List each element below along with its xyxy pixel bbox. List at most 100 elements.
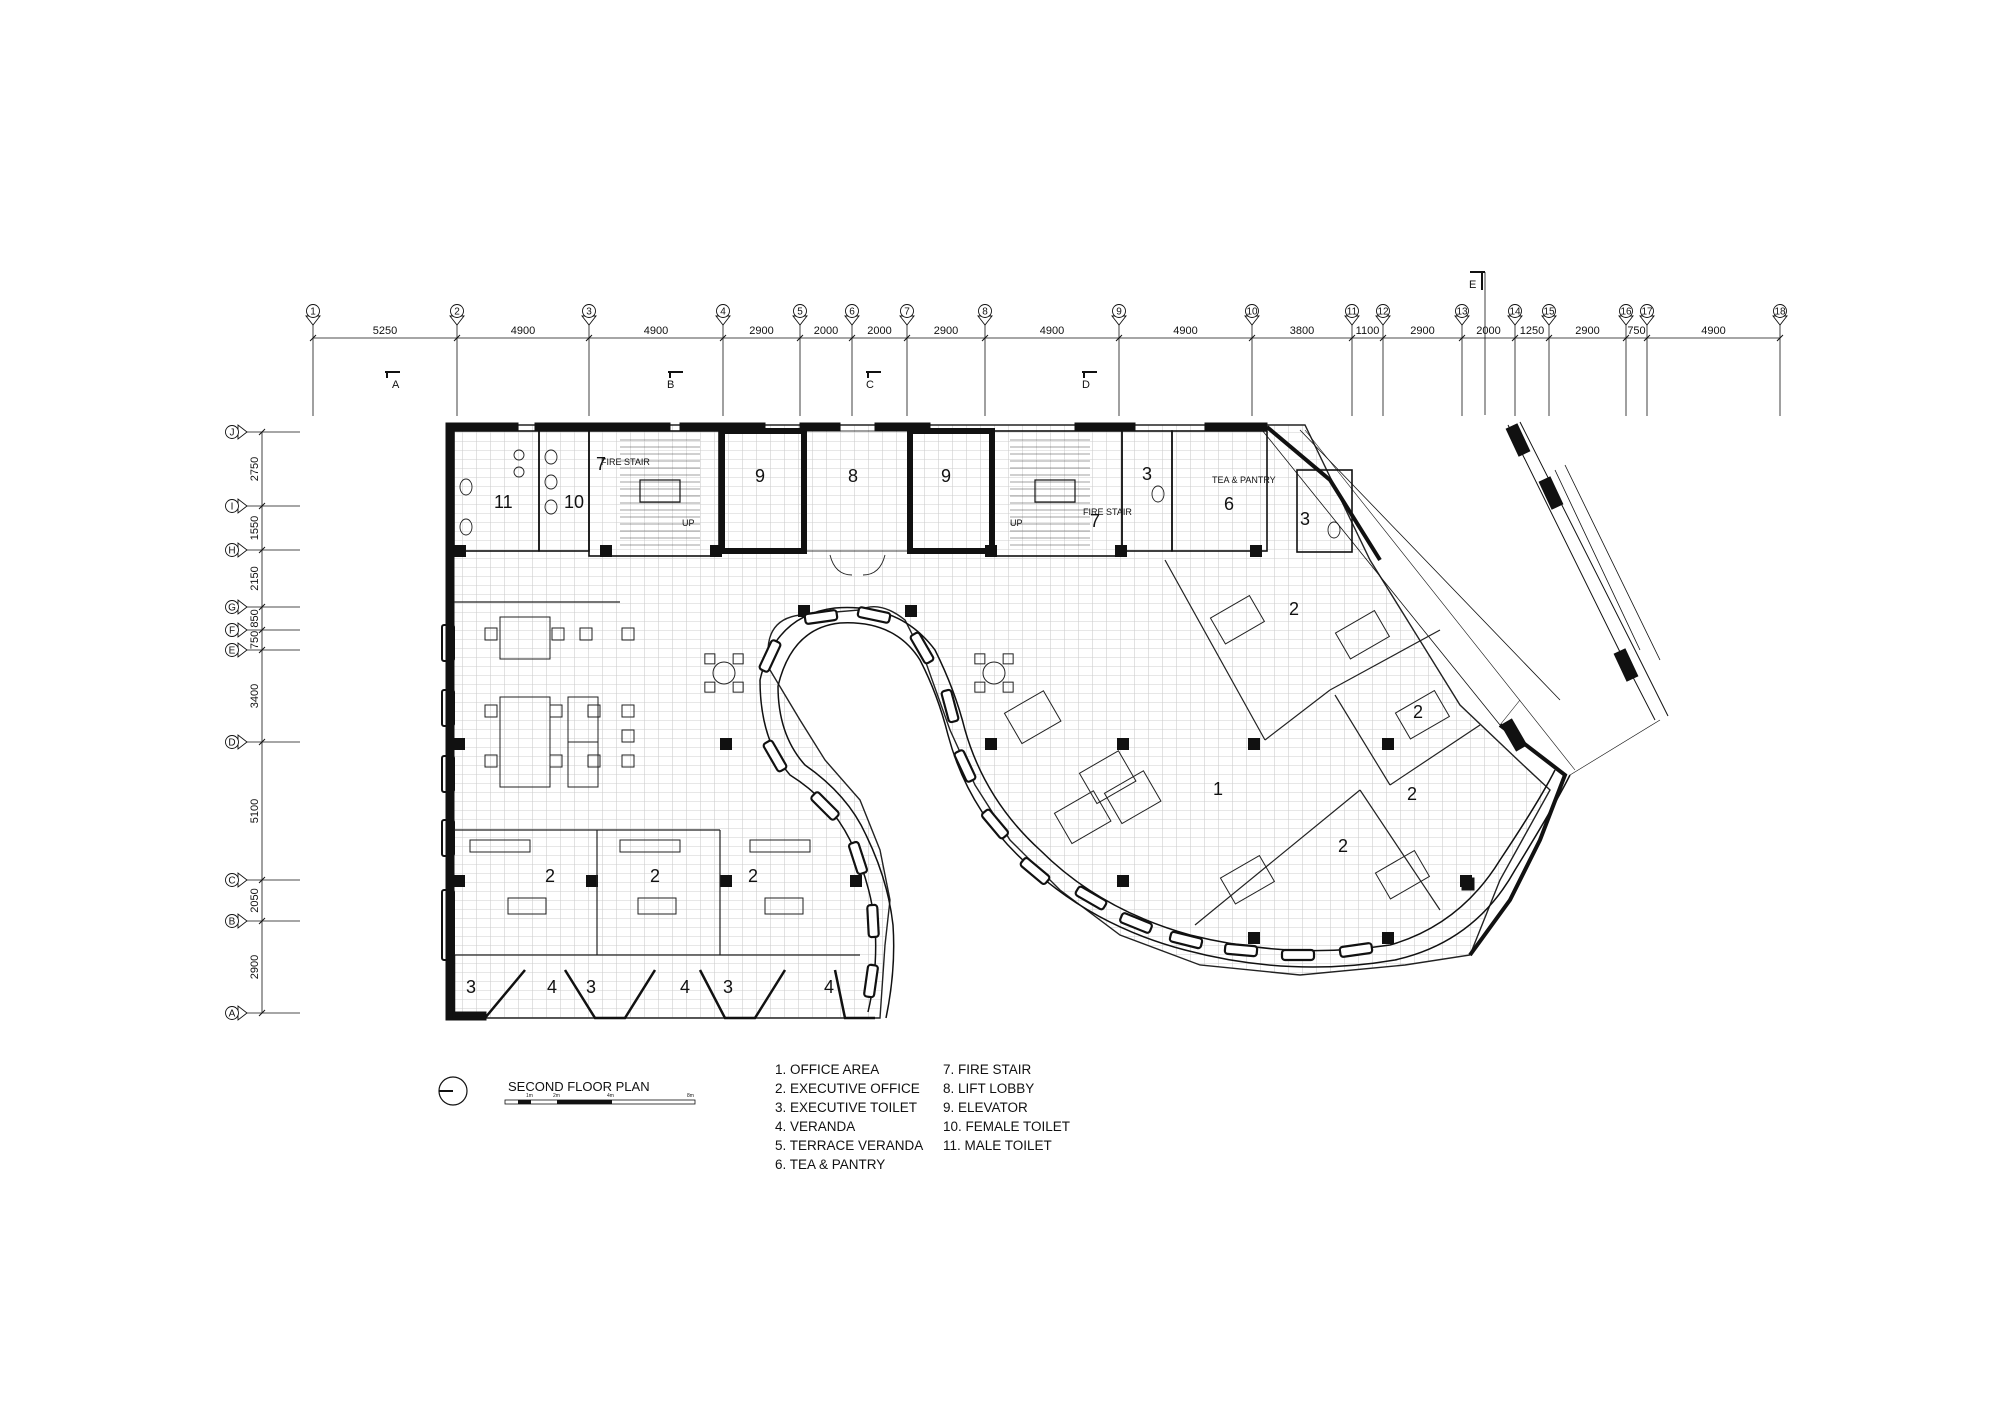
chair [974,681,986,693]
dimension-tick [585,334,593,342]
dimension-tick [1248,334,1256,342]
column-spacing: 2000 [1476,325,1500,337]
bottom-bays [452,955,875,1020]
stair-landings [639,479,1076,503]
grid-column-label: 16 [1620,307,1632,318]
legend-item: 10. FEMALE TOILET [943,1119,1070,1134]
column-grid: 1525024900349004290052000620007290084900… [305,304,1788,416]
grid-bubble [225,1006,239,1020]
room-exec-office: 2 [1338,836,1348,856]
curved-glazing-panels [758,606,1374,999]
room-bay: 4 [824,977,834,997]
row-spacing: 3400 [249,684,261,708]
chair [1002,681,1014,693]
room-fire-stair-left-num: 7 [596,454,606,474]
floor-slab [447,424,1551,1019]
room-exec-office: 2 [1289,599,1299,619]
grid-row-label: J [230,428,235,439]
legend: 1. OFFICE AREA 2. EXECUTIVE OFFICE 3. EX… [775,1062,1070,1172]
grid-column-label: 4 [720,307,726,318]
dimension-tick [258,603,266,611]
grid-row-label: G [228,603,236,614]
grid-bubble [225,735,239,749]
room-male-toilet: 11 [494,492,513,512]
chair [1002,653,1014,665]
section-mark-b: B [667,379,674,391]
grid-bubble [1619,304,1633,318]
dimension-tick [1458,334,1466,342]
grid-row-label: C [228,876,235,887]
legend-item: 9. ELEVATOR [943,1100,1028,1115]
stair-up-right: UP [1010,518,1023,528]
grid-column-label: 12 [1377,307,1389,318]
chair [732,681,744,693]
room-exec-office: 2 [1407,784,1417,804]
column-spacing: 2900 [934,325,958,337]
legend-item: 8. LIFT LOBBY [943,1081,1034,1096]
room-fire-stair-right-num: 7 [1090,511,1100,531]
dimension-tick [796,334,804,342]
column-spacing: 4900 [511,325,535,337]
grid-bubble [306,304,320,318]
scale-label-2m: 2m [553,1093,560,1099]
grid-bubble [1773,304,1787,318]
grid-bubble [225,873,239,887]
room-elevator-left: 9 [755,466,765,486]
column-spacing: 2900 [749,325,773,337]
section-markers [385,271,1486,415]
dimension-tick [903,334,911,342]
grid-bubble [225,623,239,637]
grid-column-label: 18 [1774,307,1786,318]
column-spacing: 2000 [814,325,838,337]
room-bay: 3 [466,977,476,997]
grid-bubble [582,304,596,318]
grid-column-label: 10 [1246,307,1258,318]
grid-bubble-marker [237,1005,248,1021]
toilet-fixtures [459,449,1341,539]
grid-bubble-marker [237,642,248,658]
grid-row-label: F [229,626,235,637]
chair [704,681,716,693]
scale-label-8m: 8m [687,1093,694,1099]
grid-bubble-marker [237,734,248,750]
left-window-slots [441,624,455,961]
north-arrow [438,1076,468,1106]
grid-column-label: 17 [1641,307,1653,318]
dimension-tick [1776,334,1784,342]
grid-bubble [225,600,239,614]
grid-bubble [900,304,914,318]
grid-bubble-marker [237,913,248,929]
grid-column-label: 6 [849,307,855,318]
grid-bubble [845,304,859,318]
chair [704,653,716,665]
grid-bubble [225,543,239,557]
row-spacing: 850 [249,609,261,627]
stair-up-left: UP [682,518,695,528]
dimension-tick [258,876,266,884]
grid-bubble [450,304,464,318]
section-mark-d: D [1082,379,1090,391]
room-fire-stair-right: FIRE STAIR [1083,507,1132,517]
dimension-tick [1379,334,1387,342]
row-spacing: 2050 [249,888,261,912]
row-spacing: 1550 [249,516,261,540]
section-mark-c: C [866,379,874,391]
room-bay: 4 [680,977,690,997]
structural-columns [453,545,1472,944]
room-exec-office: 2 [650,866,660,886]
room-lift-lobby: 8 [848,466,858,486]
grid-bubble-marker [237,622,248,638]
scale-label-4m: 4m [607,1093,614,1099]
lobby-doors [829,554,886,576]
column-spacing: 2000 [867,325,891,337]
legend-item: 5. TERRACE VERANDA [775,1138,923,1153]
dimension-tick [258,428,266,436]
scale-label-1m: 1m [526,1093,533,1099]
grid-bubble [1508,304,1522,318]
room-bay: 4 [547,977,557,997]
row-spacing: 750 [249,631,261,649]
dimension-tick [453,334,461,342]
column-spacing: 2900 [1575,325,1599,337]
